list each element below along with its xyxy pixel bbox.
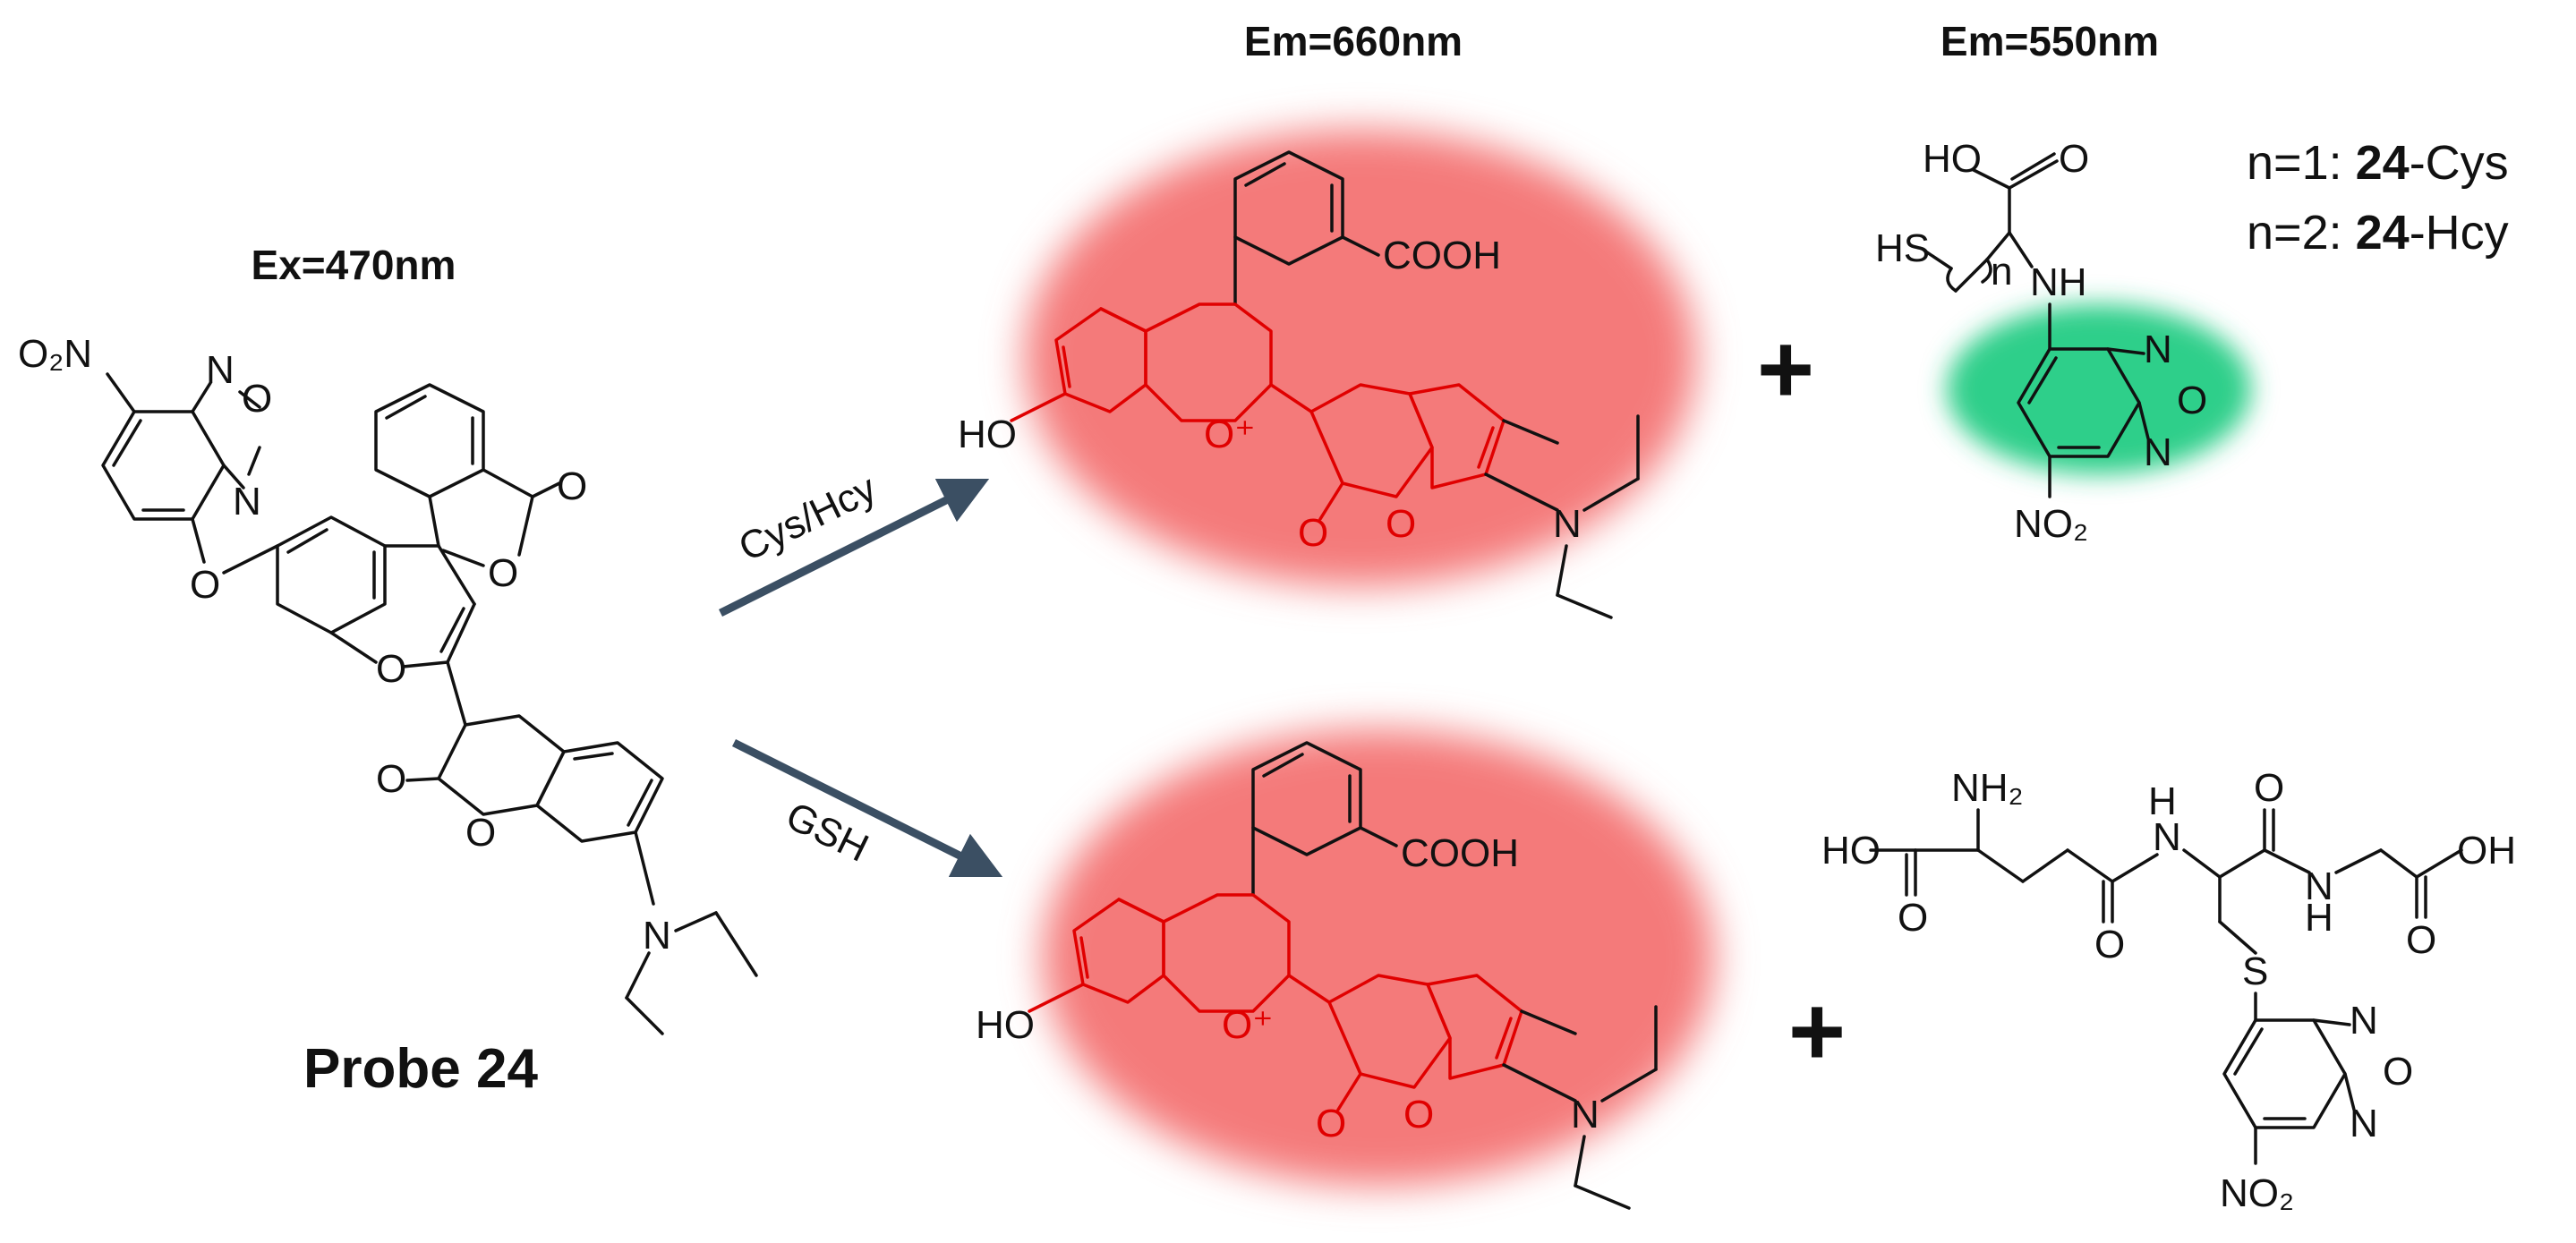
probe-name-label: Probe 24: [303, 1038, 538, 1100]
svg-text:NO₂: NO₂: [2014, 502, 2088, 546]
red-fluorophore-bottom: COOH HO O⁺ O O N: [976, 741, 1658, 1210]
svg-text:N: N: [1553, 502, 1582, 546]
plus-sign-bottom: +: [1788, 976, 1846, 1086]
svg-text:O: O: [376, 757, 406, 801]
svg-text:N: N: [2153, 815, 2181, 859]
svg-text:S: S: [2242, 949, 2268, 993]
svg-text:O: O: [488, 551, 518, 595]
svg-text:O: O: [1316, 1102, 1346, 1145]
svg-text:NH₂: NH₂: [1951, 766, 2024, 810]
svg-text:HO: HO: [958, 413, 1017, 456]
svg-text:HS: HS: [1875, 226, 1930, 270]
svg-text:O: O: [2406, 918, 2436, 962]
red-emission-halo-bottom: [1043, 729, 1714, 1186]
plus-sign-top: +: [1757, 314, 1814, 424]
svg-text:N: N: [2144, 430, 2172, 474]
emission-550-label: Em=550nm: [1941, 18, 2159, 64]
svg-text:H: H: [2305, 896, 2333, 940]
svg-text:O: O: [1898, 896, 1928, 940]
svg-text:N: N: [2305, 864, 2333, 908]
svg-text:NO₂: NO₂: [2220, 1171, 2294, 1215]
svg-text:O: O: [1386, 502, 1416, 546]
svg-text:N: N: [233, 480, 261, 524]
probe-24-structure: N O N O₂N O O O O O O: [18, 332, 758, 1035]
svg-text:O⁺: O⁺: [1204, 413, 1255, 456]
red-fluorophore-top: COOH HO O⁺ O O N: [958, 150, 1640, 619]
svg-text:O: O: [2177, 379, 2207, 422]
svg-text:O⁺: O⁺: [1222, 1003, 1273, 1047]
svg-text:O: O: [465, 811, 496, 855]
svg-text:O: O: [376, 647, 406, 691]
svg-text:O: O: [1298, 511, 1328, 555]
svg-text:COOH: COOH: [1383, 234, 1501, 277]
svg-text:O: O: [242, 377, 272, 421]
svg-text:N: N: [2350, 999, 2378, 1043]
svg-text:n: n: [1991, 250, 2012, 294]
product-key-cys: n=1: 24-Cys: [2247, 136, 2509, 190]
emission-660-label: Em=660nm: [1244, 18, 1463, 64]
svg-text:O: O: [1403, 1093, 1434, 1137]
svg-text:COOH: COOH: [1401, 831, 1519, 875]
svg-text:O: O: [2094, 923, 2125, 966]
arrow-gsh: [731, 738, 1003, 878]
arrow-cys-hcy-label: Cys/Hcy: [732, 466, 883, 570]
svg-text:N: N: [1571, 1093, 1599, 1137]
gsh-nbd-product: NH₂ HO O O N H O N H O OH S: [1821, 766, 2516, 1215]
svg-text:NH: NH: [2030, 260, 2087, 304]
svg-text:O: O: [2383, 1050, 2413, 1094]
svg-text:N: N: [206, 348, 235, 392]
svg-text:N: N: [2144, 328, 2172, 371]
svg-text:O: O: [2254, 766, 2284, 810]
svg-text:O₂N: O₂N: [18, 332, 92, 376]
product-key-hcy: n=2: 24-Hcy: [2247, 206, 2509, 260]
svg-text:O: O: [190, 563, 220, 607]
green-emission-halo: [1947, 304, 2251, 474]
svg-text:N: N: [643, 914, 671, 958]
svg-text:O: O: [557, 464, 587, 508]
svg-text:N: N: [2350, 1102, 2378, 1145]
svg-text:HO: HO: [976, 1003, 1035, 1047]
red-emission-halo-top: [1025, 130, 1696, 586]
svg-text:O: O: [2059, 137, 2089, 181]
svg-text:OH: OH: [2457, 829, 2516, 873]
nbd-cys-hcy-product: HO O NH HS n N O N NO₂: [1875, 137, 2207, 546]
svg-text:HO: HO: [1923, 137, 1982, 181]
excitation-label: Ex=470nm: [252, 242, 456, 288]
arrow-cys-hcy: [718, 478, 990, 617]
svg-text:H: H: [2148, 779, 2177, 823]
